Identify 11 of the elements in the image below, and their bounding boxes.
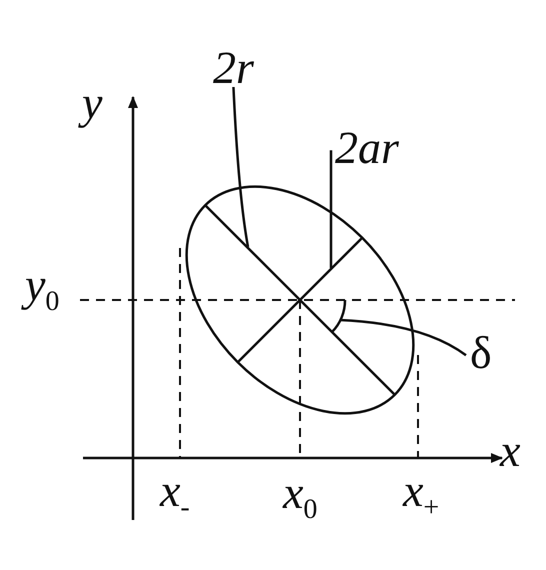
x-axis-label: x [500, 428, 520, 474]
dimension-label: 2ar [335, 125, 399, 171]
major-axis-line [204, 204, 396, 396]
leader-line [340, 318, 467, 356]
leader-line [232, 86, 250, 248]
angle-label: δ [470, 330, 492, 376]
x-minus-label: x$_{-}$ [160, 468, 190, 522]
x-plus-label: x$_{+}$ [403, 468, 440, 522]
dimension-label: 2r [213, 45, 254, 91]
x0-label: x$_{0}$ [283, 470, 318, 524]
leader-line [330, 150, 332, 268]
